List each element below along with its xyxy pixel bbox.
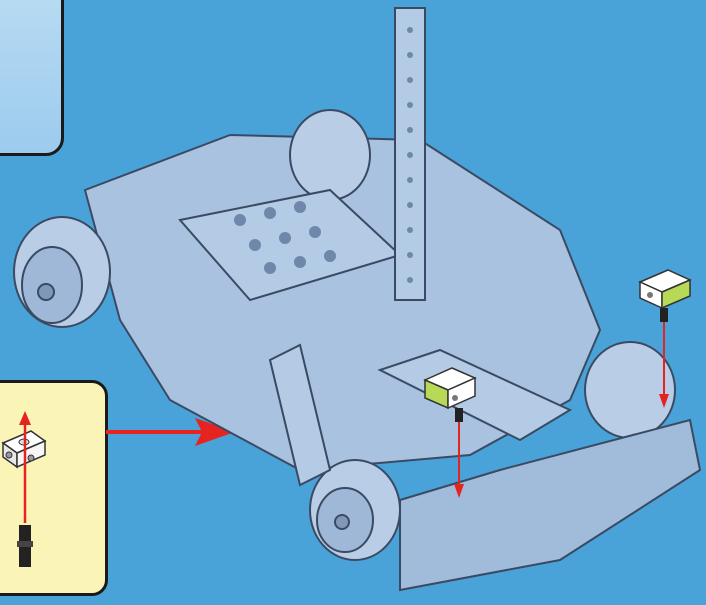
vehicle-chassis-model	[14, 8, 700, 590]
connector-block-icon	[640, 270, 690, 322]
